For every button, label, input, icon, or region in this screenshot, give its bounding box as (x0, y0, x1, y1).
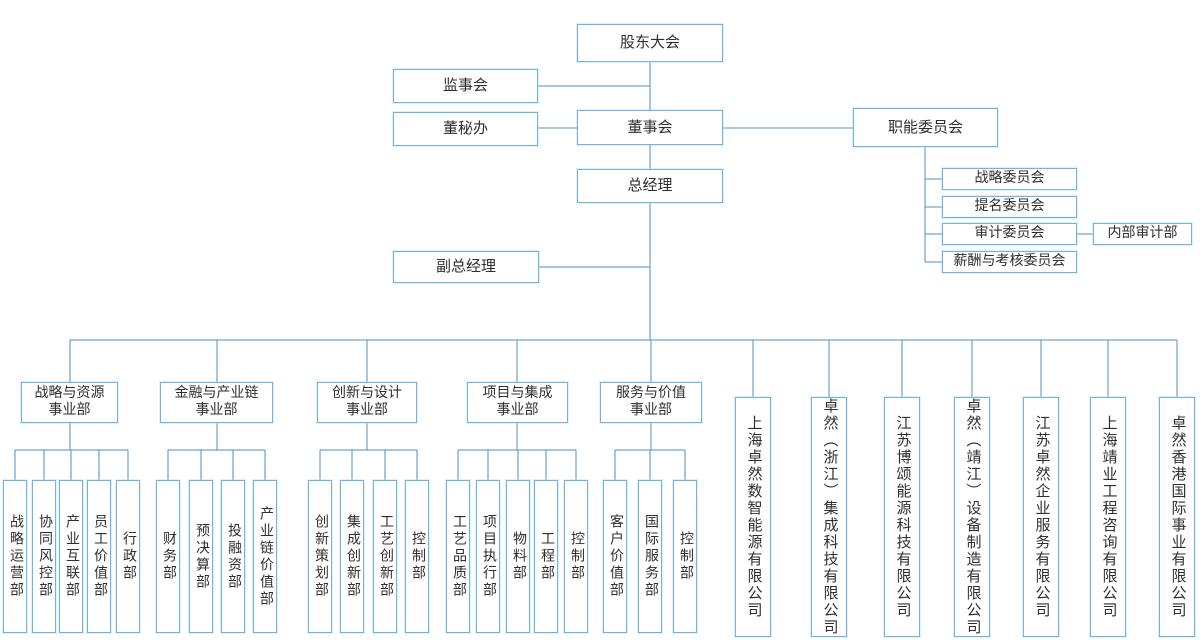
department-box: 创新策划部 (308, 480, 332, 633)
division-label-line1: 金融与产业链 (174, 385, 259, 401)
division-label-line1: 项目与集成 (482, 385, 553, 401)
node-supervisory-board: 监事会 (393, 69, 538, 103)
node-board-secretary-office: 董秘办 (393, 112, 538, 146)
company-box: 上海卓然数智能源有限公司 (735, 397, 771, 637)
committee-box-remuneration: 薪酬与考核委员会 (942, 251, 1077, 273)
department-box: 预决算部 (189, 480, 213, 633)
division-label-line2: 事业部 (496, 402, 539, 418)
department-box: 工艺品质部 (446, 480, 470, 633)
company-box: 江苏卓然企业服务有限公司 (1023, 397, 1059, 637)
department-box: 工程部 (534, 480, 558, 633)
department-box: 项目执行部 (476, 480, 500, 633)
department-box: 产业互联部 (59, 480, 83, 633)
department-box: 员工价值部 (87, 480, 111, 633)
division-box-innovation-design: 创新与设计 事业部 (317, 382, 417, 423)
department-box: 协同风控部 (32, 480, 56, 633)
company-box: 江苏博颂能源科技有限公司 (884, 397, 920, 637)
division-label-line1: 服务与价值 (616, 385, 686, 401)
department-box: 控制部 (673, 480, 697, 633)
department-box: 工艺创新部 (373, 480, 397, 633)
division-box-strategy-resources: 战略与资源 事业部 (21, 382, 118, 423)
node-general-manager: 总经理 (577, 169, 723, 203)
committee-box-strategy: 战略委员会 (942, 168, 1077, 190)
division-label-line2: 事业部 (48, 402, 91, 418)
division-label-line2: 事业部 (630, 402, 672, 418)
department-box: 战略运营部 (3, 480, 27, 633)
department-box: 集成创新部 (340, 480, 364, 633)
department-box: 行政部 (116, 480, 140, 633)
division-label-line1: 战略与资源 (34, 385, 105, 401)
company-box: 上海靖业工程咨询有限公司 (1090, 397, 1126, 637)
node-internal-audit-dept: 内部审计部 (1093, 223, 1192, 245)
division-box-project-integration: 项目与集成 事业部 (467, 382, 568, 423)
node-deputy-general-manager: 副总经理 (393, 251, 539, 283)
department-box: 控制部 (564, 480, 588, 633)
division-box-finance-industry-chain: 金融与产业链 事业部 (160, 382, 273, 423)
department-box: 控制部 (405, 480, 429, 633)
department-box: 国际服务部 (638, 480, 662, 633)
department-box: 客户价值部 (603, 480, 627, 633)
department-box: 投融资部 (221, 480, 245, 633)
committee-box-nomination: 提名委员会 (942, 196, 1077, 218)
department-box: 物料部 (506, 480, 530, 633)
node-shareholders-meeting: 股东大会 (577, 24, 723, 62)
node-board-of-directors: 董事会 (577, 110, 723, 145)
division-box-service-value: 服务与价值 事业部 (600, 382, 702, 423)
node-functional-committees: 职能委员会 (853, 108, 998, 147)
company-box: 卓然香港国际事业有限公司 (1159, 397, 1195, 637)
division-label-line2: 事业部 (195, 402, 238, 418)
division-label-line2: 事业部 (346, 402, 388, 418)
committee-box-audit: 审计委员会 (942, 223, 1077, 245)
department-box: 财务部 (156, 480, 180, 633)
department-box: 产业链价值部 (253, 480, 277, 633)
company-box: 卓然（靖江）设备制造有限公司 (954, 397, 990, 637)
division-label-line1: 创新与设计 (332, 385, 402, 401)
company-box: 卓然（浙江）集成科技有限公司 (811, 397, 847, 637)
